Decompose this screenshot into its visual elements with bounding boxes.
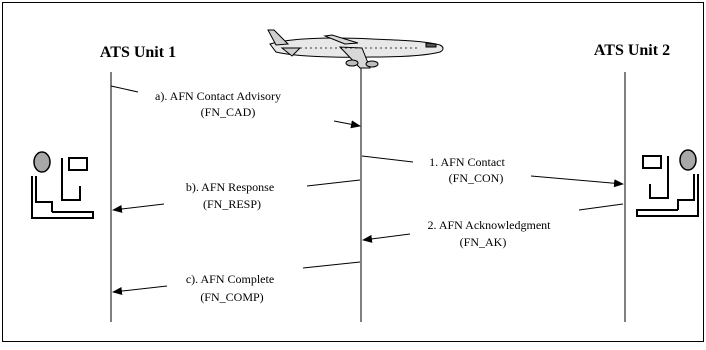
msg-a-arrow bbox=[333, 120, 361, 129]
msg-a-code: (FN_CAD) bbox=[201, 105, 256, 119]
ats-unit-1-operator-icon bbox=[31, 151, 94, 219]
ats-unit-2-title: ATS Unit 2 bbox=[594, 42, 670, 59]
msg-a-label: a). AFN Contact Advisory bbox=[155, 89, 281, 103]
msg-b-code: (FN_RESP) bbox=[203, 197, 261, 211]
msg-c-code: (FN_COMP) bbox=[200, 290, 263, 304]
msg-1-label: 1. AFN Contact bbox=[429, 155, 505, 169]
ats-unit-1-title: ATS Unit 1 bbox=[100, 44, 176, 61]
msg-2-line-start bbox=[578, 203, 624, 211]
msg-1-arrow bbox=[530, 175, 624, 188]
msg-a-line-start bbox=[110, 85, 139, 93]
msg-1-code: (FN_CON) bbox=[449, 171, 504, 185]
diagram-frame bbox=[2, 2, 704, 342]
airplane-icon bbox=[267, 29, 444, 69]
msg-2-code: (FN_AK) bbox=[460, 235, 507, 249]
msg-c-label: c). AFN Complete bbox=[186, 272, 274, 286]
msg-1-line-start bbox=[361, 155, 414, 163]
msg-2-label: 2. AFN Acknowledgment bbox=[428, 218, 552, 232]
msg-b-line-start bbox=[306, 179, 361, 187]
ats-unit-2-operator-icon bbox=[636, 149, 699, 217]
msg-c-arrow bbox=[112, 285, 168, 295]
msg-2-arrow bbox=[362, 233, 411, 243]
msg-b-label: b). AFN Response bbox=[186, 180, 274, 194]
msg-c-line-start bbox=[302, 261, 361, 269]
msg-b-arrow bbox=[112, 203, 165, 213]
